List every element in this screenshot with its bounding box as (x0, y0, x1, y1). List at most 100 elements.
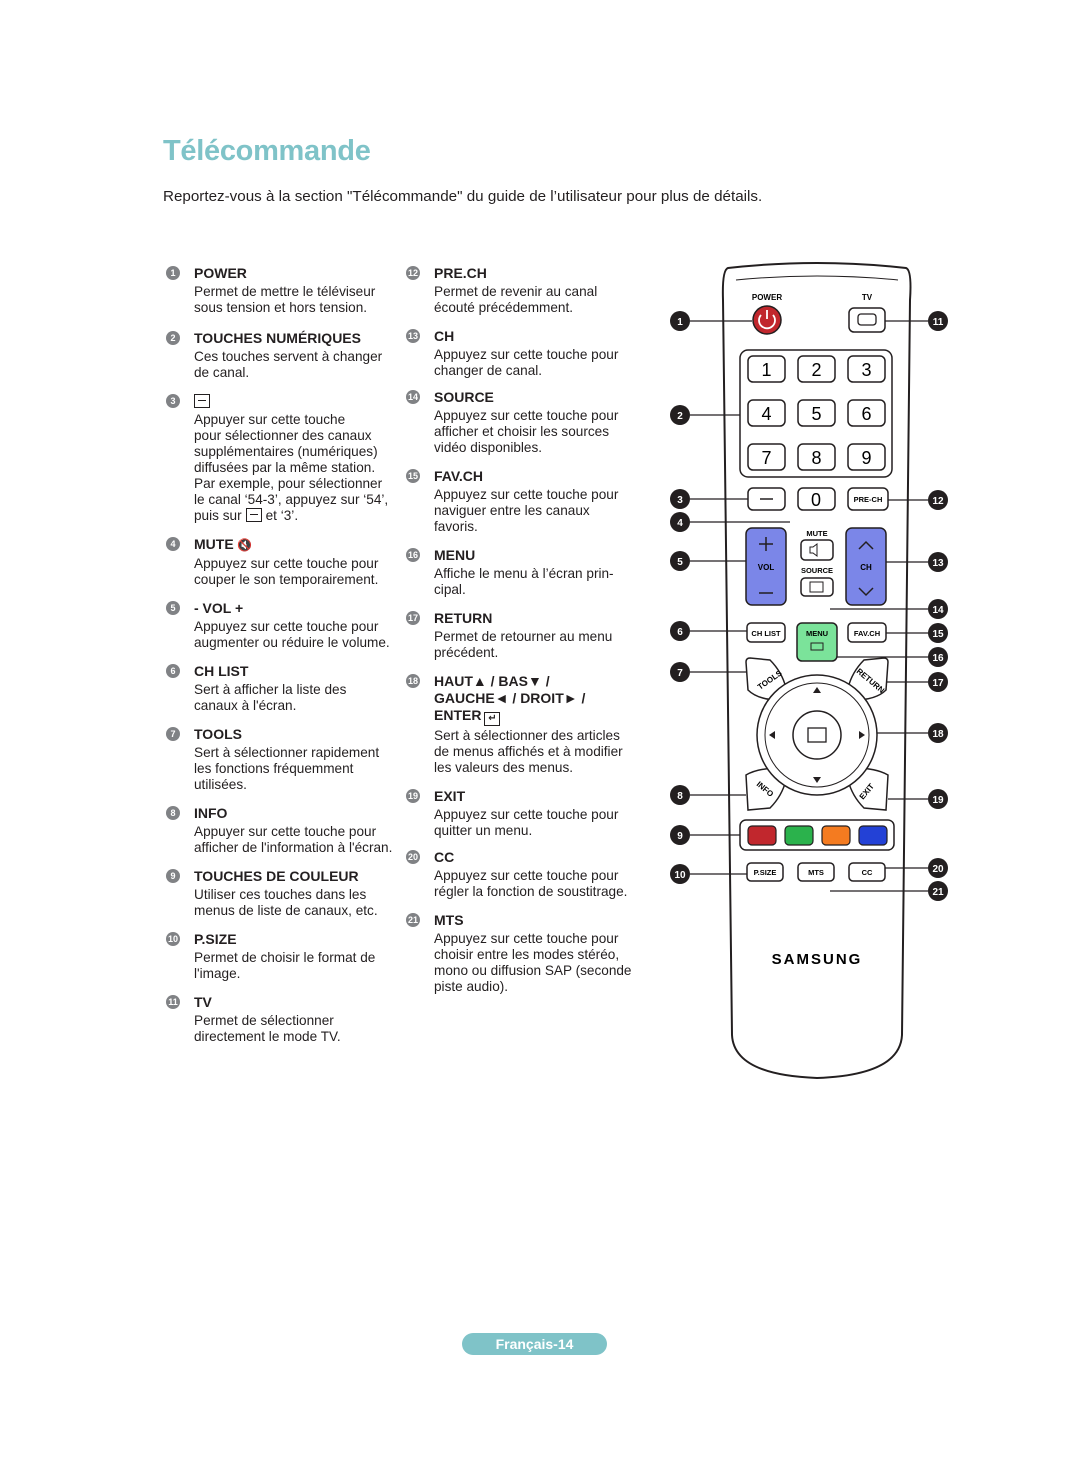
item-heading: TOUCHES NUMÉRIQUES (194, 330, 396, 347)
item-heading: TV (194, 994, 396, 1011)
menu-button (796, 622, 838, 662)
prech-label: PRE-CH (854, 495, 883, 504)
callout-number: 19 (406, 789, 420, 803)
item-description: Appuyez sur cette touche pour afficher e… (434, 408, 619, 455)
digit-label: 7 (761, 448, 771, 468)
item-5: 5 - VOL + Appuyez sur cette touche pour au… (166, 600, 396, 651)
item-heading-text: CH LIST (194, 663, 249, 679)
callout-19 (928, 789, 948, 809)
item-heading-text: FAV.CH (434, 468, 484, 484)
menu-label: MENU (806, 629, 828, 638)
callout-11 (928, 311, 948, 331)
callout-number: 1 (677, 317, 683, 328)
cc-label: CC (862, 868, 873, 877)
callout-number: 3 (677, 495, 683, 506)
color-keys (747, 825, 888, 846)
color-key-3 (821, 825, 851, 846)
item-description: Appuyez sur cette touche pour augmenter … (194, 619, 390, 650)
item-description: Permet de retourner au menu précédent. (434, 629, 613, 660)
item-heading-text: MENU (434, 547, 476, 563)
digit-label: 2 (811, 360, 821, 380)
item-heading-text: CH (434, 328, 455, 344)
digit-9-button: 9 (847, 443, 886, 471)
callout-2 (670, 405, 690, 425)
item-heading-text: PRE.CH (434, 265, 487, 281)
item-description: Appuyer sur cette touche pour sélectionn… (194, 412, 389, 507)
item-description: Permet de mettre le téléviseur sous tens… (194, 284, 376, 315)
minus-icon (194, 394, 210, 408)
prech-button (847, 487, 889, 511)
item-heading: MTS (434, 912, 641, 929)
callout-number: 1 (166, 266, 180, 280)
callout-number: 7 (166, 727, 180, 741)
item-description: Sert à afficher la liste des canaux à l'… (194, 682, 347, 713)
callout-number: 12 (932, 496, 944, 507)
digit-4-button: 4 (747, 399, 786, 427)
power-label: POWER (752, 293, 782, 302)
digit-label: 4 (761, 404, 771, 424)
item-description: Appuyez sur cette touche pour choisir en… (434, 931, 632, 994)
callout-number: 21 (932, 887, 944, 898)
tv-label: TV (862, 293, 873, 302)
item-14: 14 SOURCE Appuyez sur cette touche pour af… (406, 389, 641, 456)
item-description: Appuyez sur cette touche pour régler la … (434, 868, 628, 899)
callout-number: 13 (932, 558, 944, 569)
item-description: Affiche le menu à l’écran prin- cipal. (434, 566, 614, 597)
item-heading: FAV.CH (434, 468, 641, 485)
item-heading (194, 393, 396, 410)
callout-number: 8 (677, 791, 683, 802)
item-heading-text: MTS (434, 912, 464, 928)
item-heading: RETURN (434, 610, 641, 627)
item-11: 11 TV Permet de sélectionner directement l… (166, 994, 396, 1045)
item-heading-text: TV (194, 994, 212, 1010)
item-heading: PRE.CH (434, 265, 641, 282)
callout-1 (670, 311, 690, 331)
digit-1-button: 1 (747, 355, 786, 383)
digit-label: 6 (861, 404, 871, 424)
callout-number: 11 (933, 317, 944, 328)
callout-14 (928, 599, 948, 619)
item-heading-text: SOURCE (434, 389, 494, 405)
callout-number: 14 (406, 390, 420, 404)
callout-number: 4 (677, 518, 683, 529)
callout-number: 19 (932, 795, 944, 806)
item-heading-text: TOOLS (194, 726, 242, 742)
page-number: Français-14 (462, 1333, 607, 1355)
callout-number: 5 (166, 601, 180, 615)
item-heading: - VOL + (194, 600, 396, 617)
item-heading: INFO (194, 805, 396, 822)
item-description: Permet de sélectionner directement le mo… (194, 1013, 341, 1044)
tv-button (848, 307, 886, 333)
callout-5 (670, 551, 690, 571)
callout-number: 6 (677, 627, 683, 638)
item-description: Sert à sélectionner des articles de menu… (434, 728, 623, 775)
callout-13 (928, 552, 948, 572)
callout-number: 16 (932, 653, 944, 664)
callout-number: 11 (166, 995, 180, 1009)
callout-16 (928, 647, 948, 667)
item-heading: POWER (194, 265, 396, 282)
cc-button (848, 862, 886, 882)
callout-15 (928, 623, 948, 643)
callout-8 (670, 785, 690, 805)
callout-number: 9 (166, 869, 180, 883)
item-description: Permet de choisir le format de l'image. (194, 950, 376, 981)
callout-number: 20 (406, 850, 420, 864)
callout-number: 17 (406, 611, 420, 625)
callout-20 (928, 858, 948, 878)
callout-number: 12 (406, 266, 420, 280)
digit-label: 8 (811, 448, 821, 468)
item-heading-text: MUTE (194, 536, 234, 552)
item-heading-text: TOUCHES NUMÉRIQUES (194, 330, 361, 346)
callout-number: 18 (932, 729, 944, 740)
callout-number: 17 (932, 678, 944, 689)
